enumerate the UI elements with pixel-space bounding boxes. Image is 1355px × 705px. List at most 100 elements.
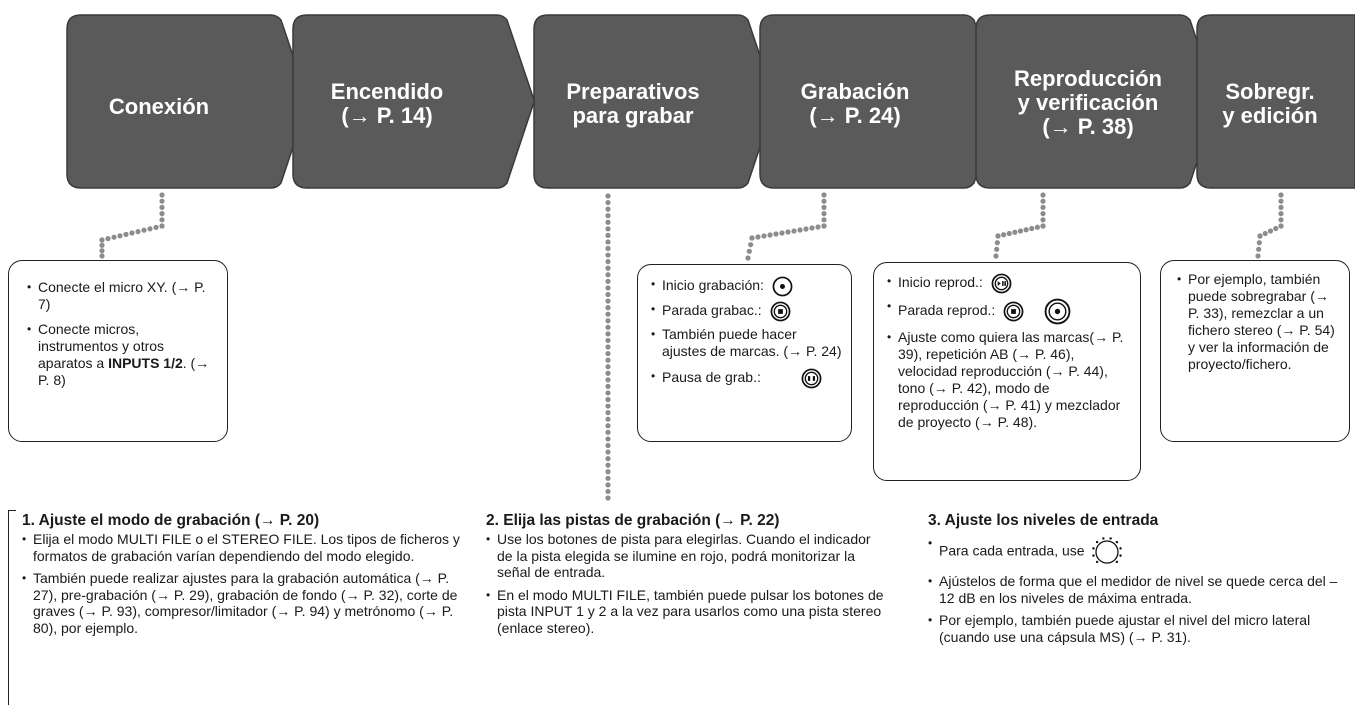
connector-dot — [821, 204, 827, 210]
step-3-item-dial: Para cada entrada, use — [928, 535, 1348, 569]
connector-dot — [605, 291, 611, 298]
connector-dot — [605, 370, 611, 376]
connector-dot — [767, 232, 773, 238]
connector-dot — [1040, 217, 1046, 223]
connector-dot — [821, 223, 827, 229]
connector-dot — [159, 223, 165, 229]
pause-bars-icon — [801, 368, 822, 389]
connector-dot — [821, 198, 827, 204]
step-1-title: 1. Ajuste el modo de grabación (→ P. 20) — [22, 512, 320, 529]
stage-conexion-chevron — [66, 14, 310, 189]
connector-dot — [779, 230, 785, 236]
connector-dot — [605, 213, 611, 219]
step-3-title: 3. Ajuste los niveles de entrada — [928, 512, 1159, 529]
step-3-item: Por ejemplo, también puede ajustar el ni… — [928, 612, 1348, 645]
conexion-notes-box: Conecte el micro XY. (→ P. 7) Conecte mi… — [8, 260, 228, 442]
step-2-section: 2. Elija las pistas de grabación (→ P. 2… — [486, 512, 886, 705]
connector-dot — [605, 462, 611, 468]
stage-reproduccion-chevron — [975, 14, 1219, 189]
connector-dot — [761, 233, 767, 239]
connector-dot — [605, 239, 611, 245]
connector-dot — [605, 390, 611, 396]
reproduccion-note-start: Inicio reprod.: — [887, 273, 1132, 294]
connector-dot — [605, 469, 611, 475]
connector-dot — [605, 305, 611, 311]
grabacion-note-marks: También puede hacer ajustes de marcas. (… — [651, 326, 843, 360]
connector-dot — [605, 245, 611, 252]
connector-dot — [1040, 198, 1046, 204]
connector-dot — [1040, 223, 1046, 229]
connector-dot — [605, 449, 611, 455]
dial-tick — [1116, 560, 1119, 564]
stage-sobregr-chevron — [1196, 14, 1355, 189]
stop-square-icon — [1003, 301, 1024, 322]
connector-dot — [123, 231, 129, 237]
connector-dot — [159, 198, 165, 204]
connector-dot — [605, 357, 611, 363]
connector-dot — [746, 248, 752, 254]
connector-dot — [1029, 225, 1035, 232]
connector-dot — [605, 377, 611, 383]
dial-tick — [1096, 560, 1099, 564]
connector-dot — [141, 227, 147, 233]
grabacion-note-stop: Parada grabac.: — [651, 301, 843, 322]
connector-dot — [605, 423, 611, 429]
connector-dot — [605, 403, 611, 409]
dial-tick — [1096, 540, 1099, 544]
connector-dot — [809, 225, 815, 231]
connector-dot — [605, 206, 611, 212]
connector-dot — [605, 396, 611, 403]
connector-dot — [797, 227, 803, 233]
connector-dot — [605, 219, 611, 225]
connector-dot — [1256, 240, 1262, 246]
connector-dot — [605, 331, 611, 337]
reproduccion-notes-box: Inicio reprod.: Parada reprod.: Ajuste c… — [873, 262, 1141, 481]
connector-dot — [1023, 227, 1029, 233]
connector-dot — [605, 232, 611, 238]
connector-dot — [605, 456, 611, 462]
connector-dot — [605, 337, 611, 344]
connector-dot — [1040, 204, 1046, 210]
connector-dot — [791, 228, 797, 234]
grabacion-note-pause: Pausa de grab.: — [651, 368, 843, 389]
dial-tick — [1092, 554, 1096, 557]
connector-dot — [1001, 232, 1007, 238]
connector-dot — [99, 242, 105, 248]
connector-dot — [1278, 198, 1284, 204]
connector-dot — [605, 442, 611, 449]
record-dot-icon — [1044, 298, 1071, 325]
connector-dot — [1267, 228, 1274, 234]
stage-encendido-chevron — [292, 14, 536, 189]
connector-dot — [785, 229, 791, 235]
connector-dot — [1040, 211, 1046, 217]
connector-dot — [605, 436, 611, 442]
connector-dot — [748, 242, 754, 248]
connector-dot — [1262, 230, 1268, 237]
stage-sobregr-label: Sobregr. y edición — [1222, 79, 1318, 128]
stage-conexion-label: Conexión — [108, 94, 210, 119]
connector-dot — [1006, 230, 1012, 237]
play-pause-icon — [991, 273, 1012, 294]
sobregr-notes-box: Por ejemplo, también puede sobregrabar (… — [1160, 260, 1350, 442]
connector-dot — [1012, 229, 1018, 235]
connector-dot — [605, 265, 611, 271]
conexion-note-inputs: Conecte micros, instrumentos y otros apa… — [27, 321, 217, 389]
steps-bracket — [8, 510, 16, 705]
connector-dot — [605, 475, 611, 481]
connector-dot — [1278, 192, 1284, 198]
connector-dot — [994, 240, 1000, 246]
connector-dot — [605, 226, 611, 232]
stage-preparativos-label: Preparativos para grabar — [566, 79, 700, 128]
connector-dot — [995, 233, 1001, 239]
record-dot-icon — [772, 276, 793, 297]
connector-dot — [605, 259, 611, 265]
connector-dot — [99, 253, 105, 259]
connector-dot — [99, 248, 105, 254]
connector-dot — [605, 410, 611, 416]
connector-dot — [605, 193, 611, 199]
connector-dot — [755, 234, 761, 240]
conexion-note-xy-mic: Conecte el micro XY. (→ P. 7) — [27, 279, 217, 313]
connector-dot — [605, 272, 611, 278]
connector-dot — [815, 224, 821, 230]
connector-dot — [605, 364, 611, 370]
